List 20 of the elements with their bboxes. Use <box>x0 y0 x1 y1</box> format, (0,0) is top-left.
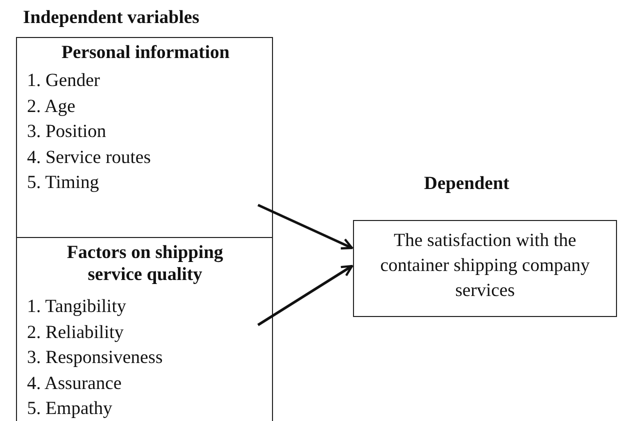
arrow <box>257 204 354 250</box>
list-item: 2. Reliability <box>27 322 124 344</box>
text-box <box>16 37 273 238</box>
list-item: 1. Gender <box>27 70 100 92</box>
list-item: 5. Timing <box>27 172 99 194</box>
section-heading: Independent variables <box>23 8 200 29</box>
text-box <box>16 237 273 421</box>
list-item: 2. Age <box>27 96 76 118</box>
list-item: 3. Responsiveness <box>27 347 163 369</box>
list-item: 1. Tangibility <box>27 296 126 318</box>
list-item: 3. Position <box>27 121 106 143</box>
text-box <box>353 220 617 317</box>
list-item: 5. Empathy <box>27 398 112 420</box>
box-text: The satisfaction with the container shipping company services <box>379 230 591 303</box>
list-item: 4. Assurance <box>27 372 122 394</box>
arrow <box>257 264 354 326</box>
box-heading: Personal information <box>60 42 231 64</box>
section-heading: Dependent <box>424 174 510 195</box>
box-heading: Factors on shipping service quality <box>66 242 224 286</box>
list-item: 4. Service routes <box>27 146 151 168</box>
